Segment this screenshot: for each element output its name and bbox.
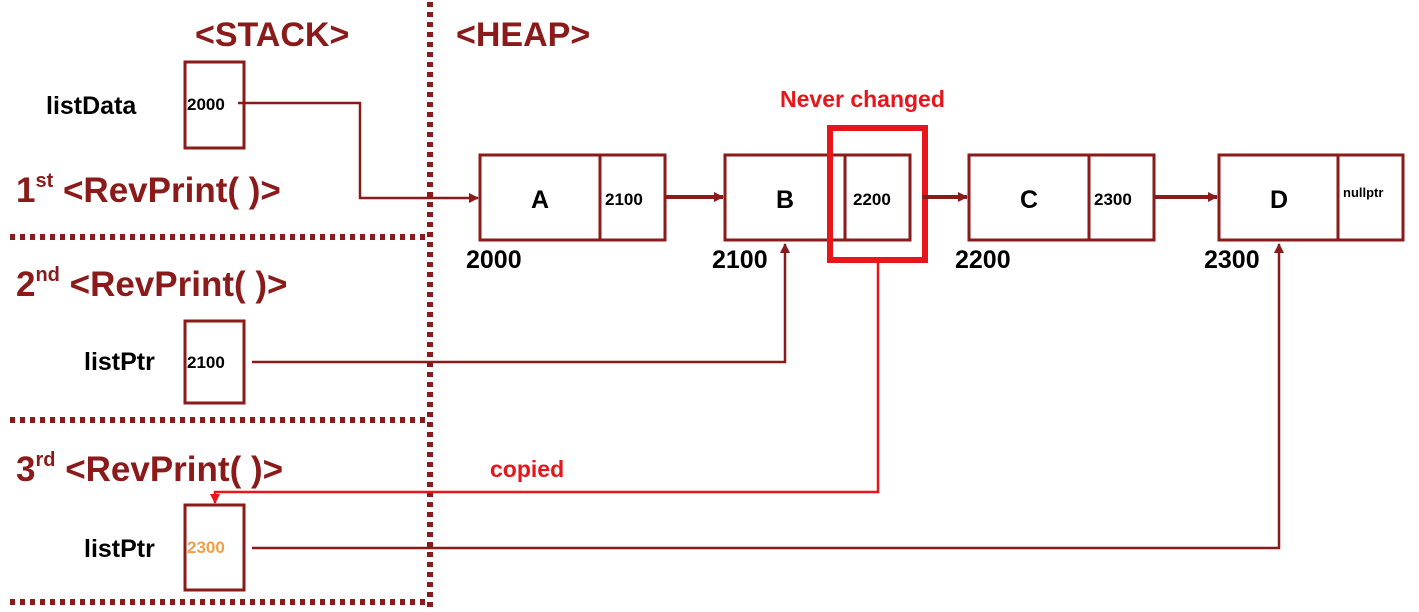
- frame-title-1-text: <RevPrint( )>: [53, 171, 281, 210]
- frame3-listptr-label: listPtr: [84, 535, 155, 563]
- frame-title-2: 2nd <RevPrint( )>: [16, 264, 287, 304]
- node-d-info: D: [1270, 186, 1288, 214]
- node-b: B 2200 2100: [712, 153, 912, 274]
- frame-title-1: 1st <RevPrint( )>: [16, 170, 281, 210]
- never-changed-label: Never changed: [780, 86, 945, 112]
- node-d: D nullptr 2300: [1204, 153, 1405, 274]
- arrow-frame3-listptr-to-d: [252, 243, 1284, 550]
- frame2-listptr-label: listPtr: [84, 348, 155, 376]
- list-data-box: [183, 60, 246, 150]
- node-b-next: 2200: [853, 190, 891, 209]
- node-b-info: B: [776, 186, 794, 214]
- frame2-listptr-value: 2100: [187, 353, 225, 372]
- node-a-info: A: [531, 186, 549, 214]
- frame-title-3-text: <RevPrint( )>: [55, 450, 283, 489]
- frame-title-2-text: <RevPrint( )>: [60, 265, 288, 304]
- frame-title-1-suffix: st: [35, 170, 53, 192]
- node-d-address: 2300: [1204, 246, 1260, 274]
- copied-label: copied: [490, 456, 564, 482]
- node-d-next-cell: [1336, 153, 1405, 242]
- frame3-listptr-value: 2300: [187, 538, 225, 557]
- list-data-label: listData: [46, 92, 137, 120]
- arrow-listdata-to-a: [238, 101, 479, 203]
- node-b-next-cell: [843, 153, 912, 242]
- node-c-next: 2300: [1094, 190, 1132, 209]
- frame3-listptr-box: [183, 503, 246, 592]
- frame2-listptr-box: [183, 319, 246, 405]
- frame-title-2-suffix: nd: [35, 264, 59, 286]
- stack-header: <STACK>: [195, 16, 349, 54]
- node-a-next: 2100: [605, 190, 643, 209]
- arrow-copied: [210, 263, 880, 504]
- node-a-address: 2000: [466, 246, 522, 274]
- node-c-next-cell: [1087, 153, 1156, 242]
- list-data-value: 2000: [187, 95, 225, 114]
- heap-header: <HEAP>: [456, 16, 590, 54]
- frame-title-2-ordinal: 2: [16, 265, 35, 304]
- node-d-next: nullptr: [1343, 185, 1383, 200]
- node-d-info-cell: [1217, 153, 1340, 242]
- node-a: A 2100 2000: [466, 153, 667, 274]
- frame-title-3: 3rd <RevPrint( )>: [16, 449, 283, 489]
- node-c-address: 2200: [955, 246, 1011, 274]
- frame-title-3-ordinal: 3: [16, 450, 35, 489]
- frame-title-1-ordinal: 1: [16, 171, 35, 210]
- node-c-info: C: [1020, 186, 1038, 214]
- never-changed-highlight: [827, 125, 928, 263]
- frame-title-3-suffix: rd: [35, 449, 55, 471]
- node-c: C 2300 2200: [955, 153, 1156, 274]
- arrow-frame2-listptr-to-b: [252, 243, 790, 364]
- node-b-address: 2100: [712, 246, 768, 274]
